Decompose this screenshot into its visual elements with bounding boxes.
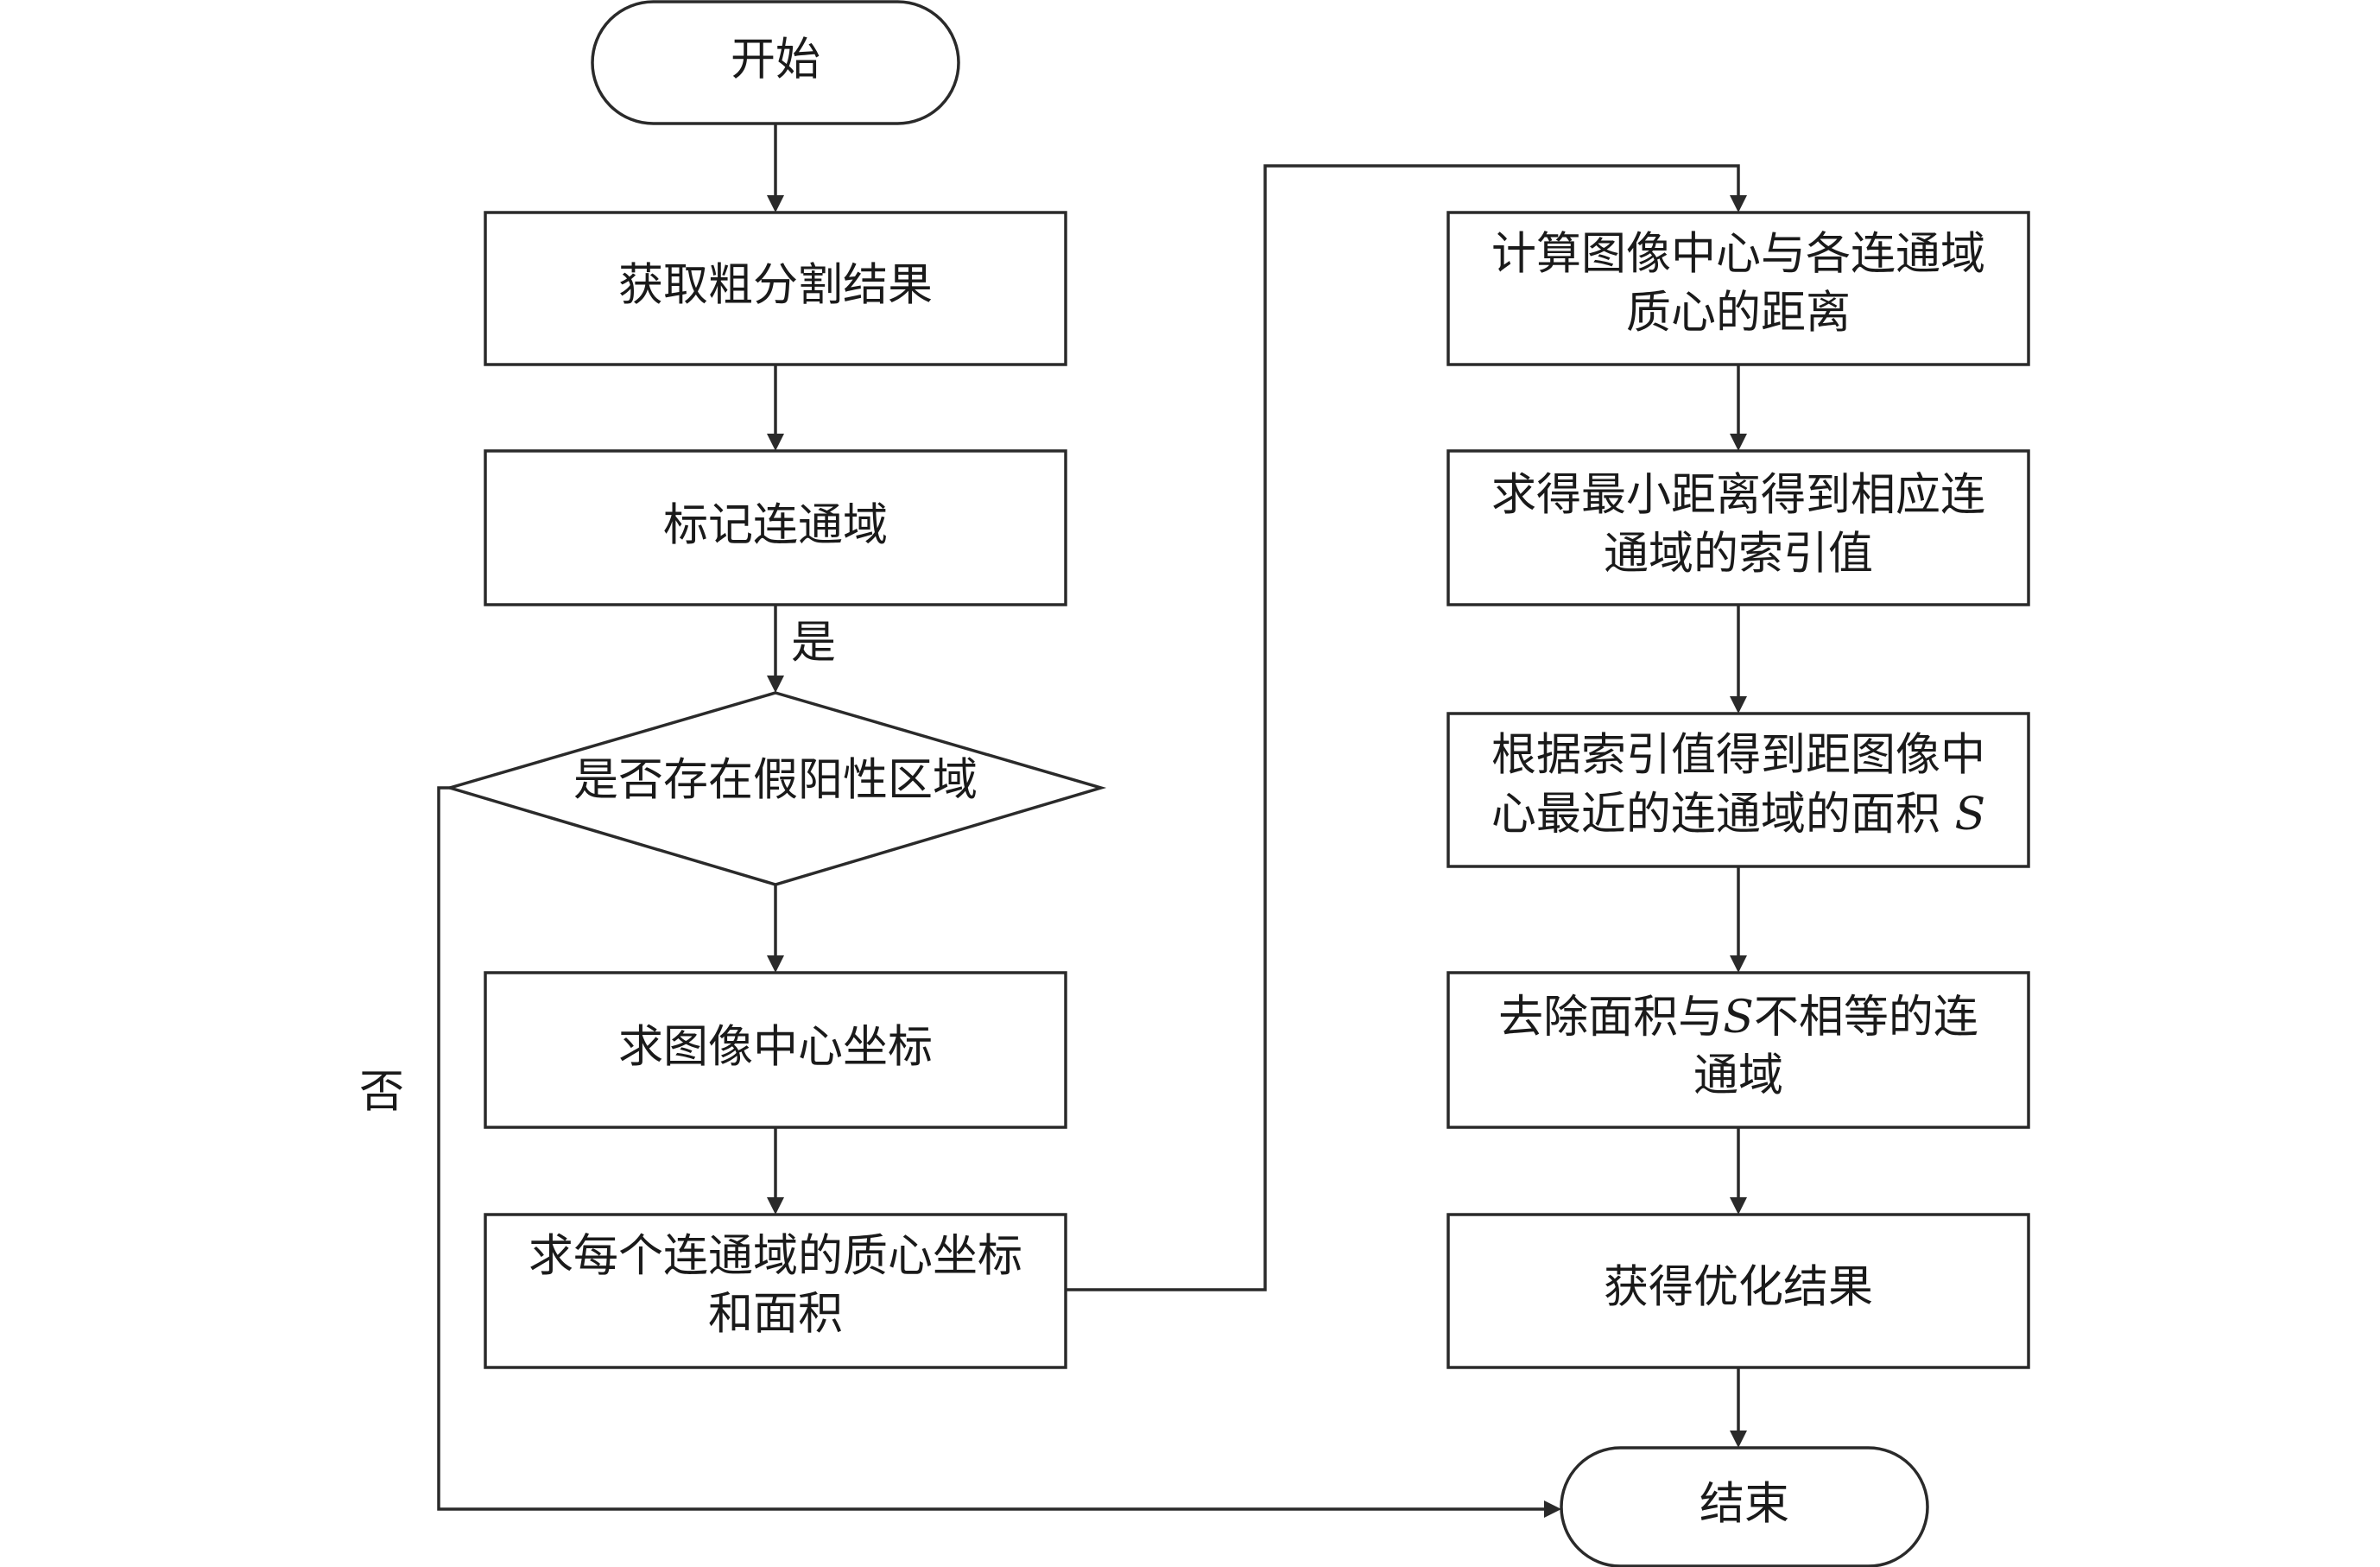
end-terminator: [1560, 1446, 1929, 1567]
min-distance-line1: 求得最小距离得到相应连: [1491, 470, 1985, 522]
arrowhead-label-cc-to-decision: [767, 676, 784, 693]
end-label: 结束: [1700, 1479, 1789, 1531]
remove-cc-line2: 通域: [1693, 1050, 1783, 1102]
calc-distance-line2: 质心的距离: [1626, 288, 1851, 339]
edge-decision-no-to-end: [437, 786, 1554, 1511]
get-coarse-process-box: [484, 211, 1067, 366]
remove-cc-line1: 去除面积与S不相等的连: [1498, 992, 1978, 1044]
nearest-area-line1: 根据索引值得到距图像中: [1491, 730, 1985, 782]
start-label: 开始: [731, 35, 820, 86]
node-min-distance: 求得最小距离得到相应连 通域的索引值: [1446, 449, 2030, 606]
label-cc-label: 标记连通域: [663, 500, 888, 552]
node-image-center: 求图像中心坐标: [484, 971, 1067, 1129]
arrowhead-min-distance-to-nearest-area: [1730, 696, 1747, 714]
arrowhead-centroid-area-to-calc-distance: [1730, 195, 1747, 213]
arrowhead-remove-cc-to-optimized: [1730, 1197, 1747, 1215]
label-cc-process-box: [484, 449, 1067, 606]
remove-cc-line1-suffix: 不相等的连: [1754, 992, 1978, 1044]
calc-distance-process-box: [1446, 211, 2030, 366]
arrowhead-decision-to-image-center: [767, 955, 784, 973]
start-terminator: [591, 0, 960, 125]
node-get-coarse: 获取粗分割结果: [484, 211, 1067, 366]
nearest-area-var-s: S: [1954, 789, 1985, 841]
node-decision: 是否存在假阳性区域: [444, 691, 1107, 886]
edge-centroid-area-to-calc-distance: [1064, 164, 1740, 1291]
arrowhead-nearest-area-to-remove-cc: [1730, 955, 1747, 973]
optimized-process-box: [1446, 1213, 2030, 1369]
remove-cc-var-s: S: [1723, 992, 1754, 1044]
min-distance-process-box: [1446, 449, 2030, 606]
nearest-area-line2: 心最近的连通域的面积 S: [1491, 789, 1985, 841]
node-nearest-area: 根据索引值得到距图像中 心最近的连通域的面积 S: [1446, 712, 2030, 868]
decision-diamond: [444, 691, 1107, 886]
arrowhead-calc-distance-to-min-distance: [1730, 434, 1747, 451]
node-centroid-area: 求每个连通域的质心坐标 和面积: [484, 1213, 1067, 1369]
node-end: 结束: [1560, 1446, 1929, 1567]
remove-cc-process-box: [1446, 971, 2030, 1129]
get-coarse-label: 获取粗分割结果: [618, 260, 933, 312]
optimized-label: 获得优化结果: [1604, 1262, 1873, 1314]
calc-distance-line1: 计算图像中心与各连通域: [1491, 229, 1985, 281]
node-optimized: 获得优化结果: [1446, 1213, 2030, 1369]
node-calc-distance: 计算图像中心与各连通域 质心的距离: [1446, 211, 2030, 366]
arrowhead-start-to-get-coarse: [767, 195, 784, 213]
edge-label-yes: 是: [791, 618, 836, 669]
edges: [437, 124, 1747, 1518]
node-label-cc: 标记连通域: [484, 449, 1067, 606]
node-start: 开始: [591, 0, 960, 125]
centroid-area-line1: 求每个连通域的质心坐标: [529, 1231, 1022, 1283]
arrowhead-get-coarse-to-label-cc: [767, 434, 784, 451]
nearest-area-process-box: [1446, 712, 2030, 868]
image-center-label: 求图像中心坐标: [618, 1022, 933, 1074]
nearest-area-line2-prefix: 心最近的连通域的面积: [1491, 789, 1955, 841]
node-remove-cc: 去除面积与S不相等的连 通域: [1446, 971, 2030, 1129]
remove-cc-line1-prefix: 去除面积与: [1498, 992, 1723, 1044]
decision-label: 是否存在假阳性区域: [573, 755, 978, 807]
edge-label-no: 否: [359, 1067, 404, 1119]
arrowhead-optimized-to-end: [1730, 1431, 1747, 1448]
arrowhead-image-center-to-centroid-area: [767, 1197, 784, 1215]
min-distance-line2: 通域的索引值: [1604, 529, 1873, 580]
centroid-area-process-box: [484, 1213, 1067, 1369]
image-center-process-box: [484, 971, 1067, 1129]
arrowhead-decision-no-to-end: [1544, 1500, 1561, 1518]
centroid-area-line2: 和面积: [708, 1289, 843, 1341]
